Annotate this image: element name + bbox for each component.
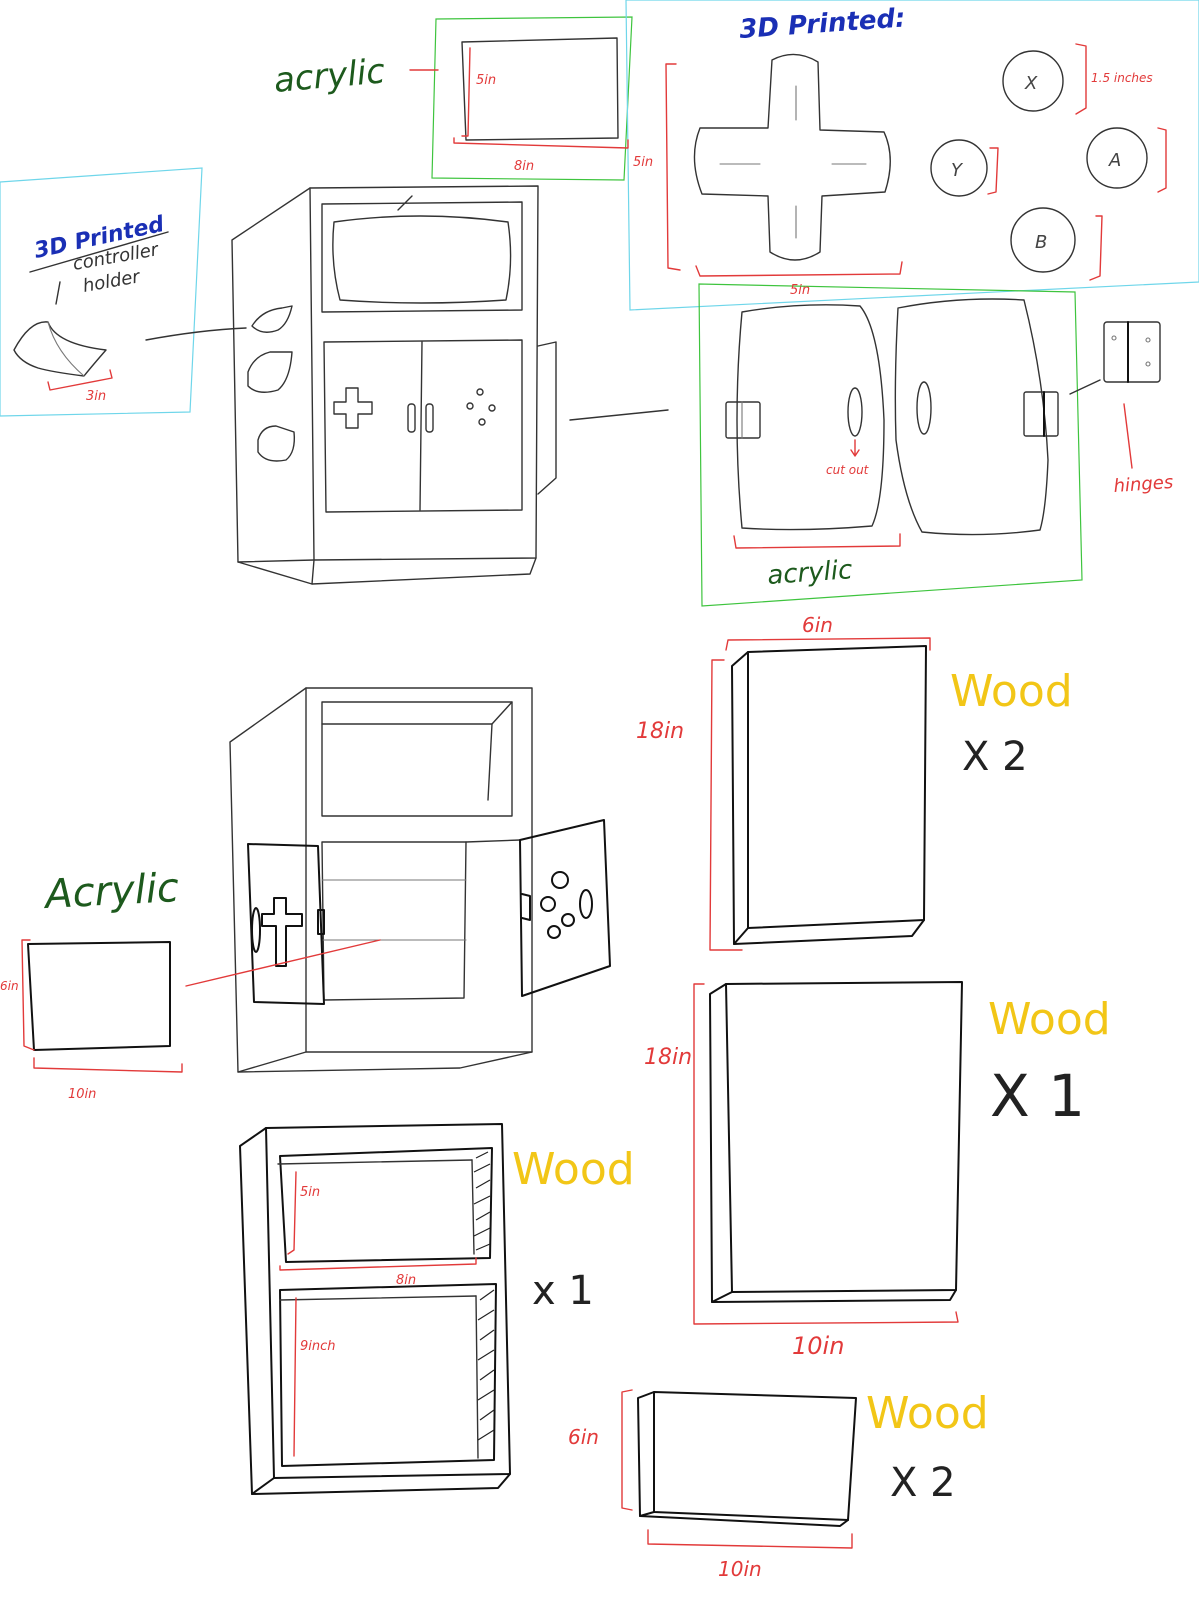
button-x-label: X	[1024, 73, 1038, 94]
dpad-height-label: 5in	[633, 155, 653, 170]
side-panel-height-label: 18in	[636, 719, 684, 744]
front-acrylic-panel-sketch	[21, 939, 381, 1073]
face-buttons-sketch	[930, 43, 1167, 281]
frame-top-width-label: 8in	[396, 1273, 416, 1288]
front-panel-height-label: 6in	[0, 979, 19, 993]
button-a-label: A	[1108, 150, 1121, 171]
cutout-label: cut out	[826, 463, 870, 477]
side-panel-sketch	[709, 637, 931, 951]
back-panel-sketch	[693, 981, 963, 1325]
top-bottom-height-label: 6in	[568, 1425, 599, 1449]
cabinet-open-sketch	[229, 687, 611, 1073]
back-panel-width-label: 10in	[792, 1332, 844, 1360]
holder-width-label: 3in	[86, 389, 106, 404]
back-panel-count-label: X 1	[990, 1062, 1085, 1130]
doors-material-label: acrylic	[766, 555, 853, 591]
front-panel-width-label: 10in	[68, 1087, 96, 1102]
side-panel-width-label: 6in	[802, 613, 833, 637]
dpad-width-label: 5in	[790, 283, 810, 298]
back-panel-height-label: 18in	[644, 1045, 692, 1070]
holder-sketch	[13, 321, 113, 391]
button-y-label: Y	[951, 160, 964, 181]
doors-box	[698, 283, 1083, 607]
screen-material-label: acrylic	[272, 51, 387, 101]
hinges-label: hinges	[1113, 472, 1174, 497]
button-size-label: 1.5 inches	[1091, 71, 1153, 85]
dpad-sketch	[665, 53, 903, 277]
holder-leader	[145, 327, 247, 341]
front-frame-sketch	[239, 1123, 511, 1495]
holder-box	[0, 167, 203, 417]
back-panel-material-label: Wood	[988, 994, 1111, 1045]
top-bottom-width-label: 10in	[718, 1557, 762, 1581]
frame-top-height-label: 5in	[300, 1185, 320, 1200]
holder-tick	[55, 281, 61, 305]
controls-title: 3D Printed:	[738, 3, 906, 45]
frame-bottom-height-label: 9inch	[300, 1339, 336, 1354]
top-bottom-panel-sketch	[621, 1389, 857, 1549]
frame-count-label: x 1	[532, 1268, 594, 1314]
frame-material-label: Wood	[512, 1144, 635, 1195]
button-b-label: B	[1035, 232, 1047, 253]
controls-box	[625, 0, 1199, 311]
screen-height-label: 5in	[476, 73, 496, 88]
top-bottom-material-label: Wood	[866, 1388, 989, 1439]
front-panel-material-label: Acrylic	[41, 865, 180, 918]
top-bottom-count-label: X 2	[890, 1460, 956, 1506]
doors-sketch	[725, 298, 1161, 549]
cabinet-assembled-sketch	[231, 185, 669, 585]
holder-title-underline	[29, 231, 169, 273]
screen-width-label: 8in	[514, 159, 534, 174]
screen-panel-box	[431, 16, 633, 181]
side-panel-count-label: X 2	[962, 734, 1028, 780]
side-panel-material-label: Wood	[950, 666, 1073, 717]
screen-panel-sketch	[409, 37, 629, 149]
